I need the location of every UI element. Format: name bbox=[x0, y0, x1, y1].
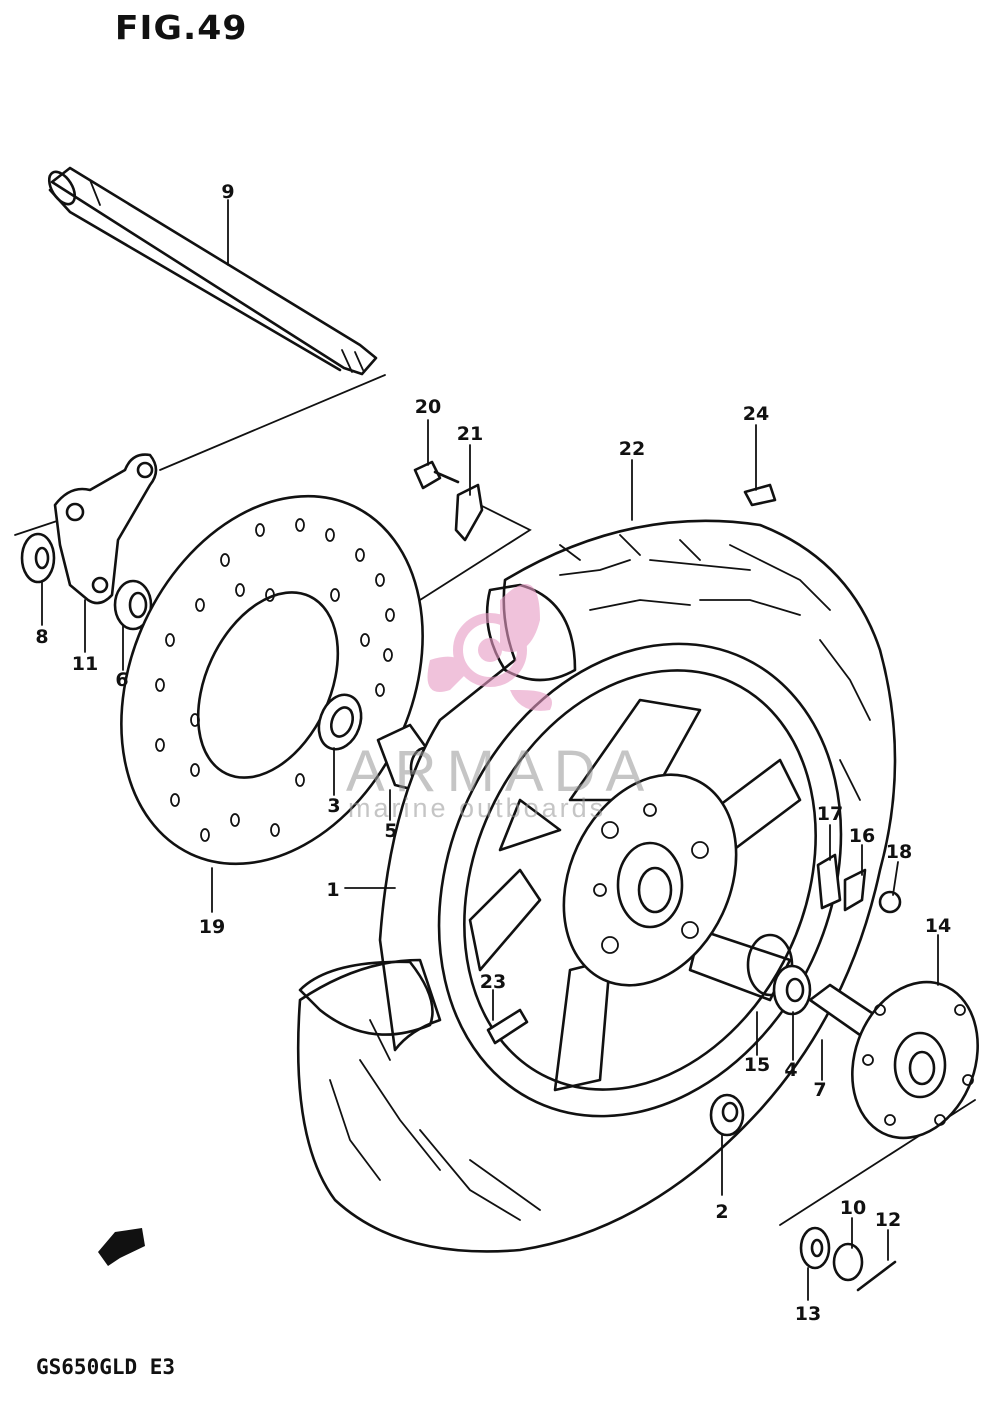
drive-flange bbox=[851, 980, 979, 1140]
callout-2: 2 bbox=[715, 1201, 728, 1223]
callout-17: 17 bbox=[817, 803, 843, 825]
reference-line-bolt bbox=[419, 499, 532, 601]
wheel-hub bbox=[562, 773, 738, 987]
callout-20: 20 bbox=[415, 396, 441, 418]
callout-24: 24 bbox=[743, 403, 769, 425]
bearing-left bbox=[317, 693, 363, 751]
front-arrow-icon bbox=[98, 1228, 145, 1266]
callout-10: 10 bbox=[840, 1197, 866, 1219]
plate-16 bbox=[843, 868, 867, 912]
oil-seal bbox=[113, 579, 153, 631]
bearing-hub bbox=[772, 964, 812, 1016]
callout-9: 9 bbox=[221, 181, 234, 203]
callout-19: 19 bbox=[199, 916, 225, 938]
watermark-tagline: marine outboards bbox=[348, 793, 607, 823]
nut-18 bbox=[878, 890, 902, 914]
callout-16: 16 bbox=[849, 825, 875, 847]
leader-lines bbox=[41, 199, 939, 1301]
lock-washer bbox=[454, 483, 484, 542]
watermark-name: ARMADA bbox=[346, 739, 655, 804]
callout-11: 11 bbox=[72, 653, 98, 675]
washer-left bbox=[20, 532, 56, 584]
callout-23: 23 bbox=[480, 971, 506, 993]
callout-5: 5 bbox=[384, 820, 397, 842]
caliper-bracket bbox=[53, 453, 158, 605]
callout-15: 15 bbox=[744, 1054, 770, 1076]
callout-13: 13 bbox=[795, 1303, 821, 1325]
callout-3: 3 bbox=[327, 795, 340, 817]
callout-6: 6 bbox=[115, 669, 128, 691]
tire-valve bbox=[743, 483, 777, 507]
callout-22: 22 bbox=[619, 438, 645, 460]
figure-title: FIG.49 bbox=[114, 8, 248, 47]
callout-4: 4 bbox=[784, 1059, 797, 1081]
disc-bolt bbox=[413, 460, 460, 490]
reference-line-axle bbox=[159, 374, 386, 471]
bearing-right bbox=[709, 1093, 745, 1137]
balance-weight bbox=[486, 1008, 529, 1045]
washer-13 bbox=[799, 1226, 831, 1270]
callout-1: 1 bbox=[326, 879, 339, 901]
callout-14: 14 bbox=[925, 915, 951, 937]
cotter-pin bbox=[856, 1260, 897, 1292]
reference-line-left bbox=[14, 519, 61, 536]
model-code: GS650GLD E3 bbox=[36, 1355, 176, 1379]
callout-8: 8 bbox=[35, 626, 48, 648]
callout-12: 12 bbox=[875, 1209, 901, 1231]
axle-nut bbox=[832, 1242, 864, 1282]
callout-7: 7 bbox=[813, 1079, 826, 1101]
plate-17 bbox=[816, 853, 842, 910]
front-axle bbox=[47, 166, 378, 376]
callout-21: 21 bbox=[457, 423, 483, 445]
callout-18: 18 bbox=[886, 841, 912, 863]
watermark-logo-icon bbox=[427, 584, 552, 711]
